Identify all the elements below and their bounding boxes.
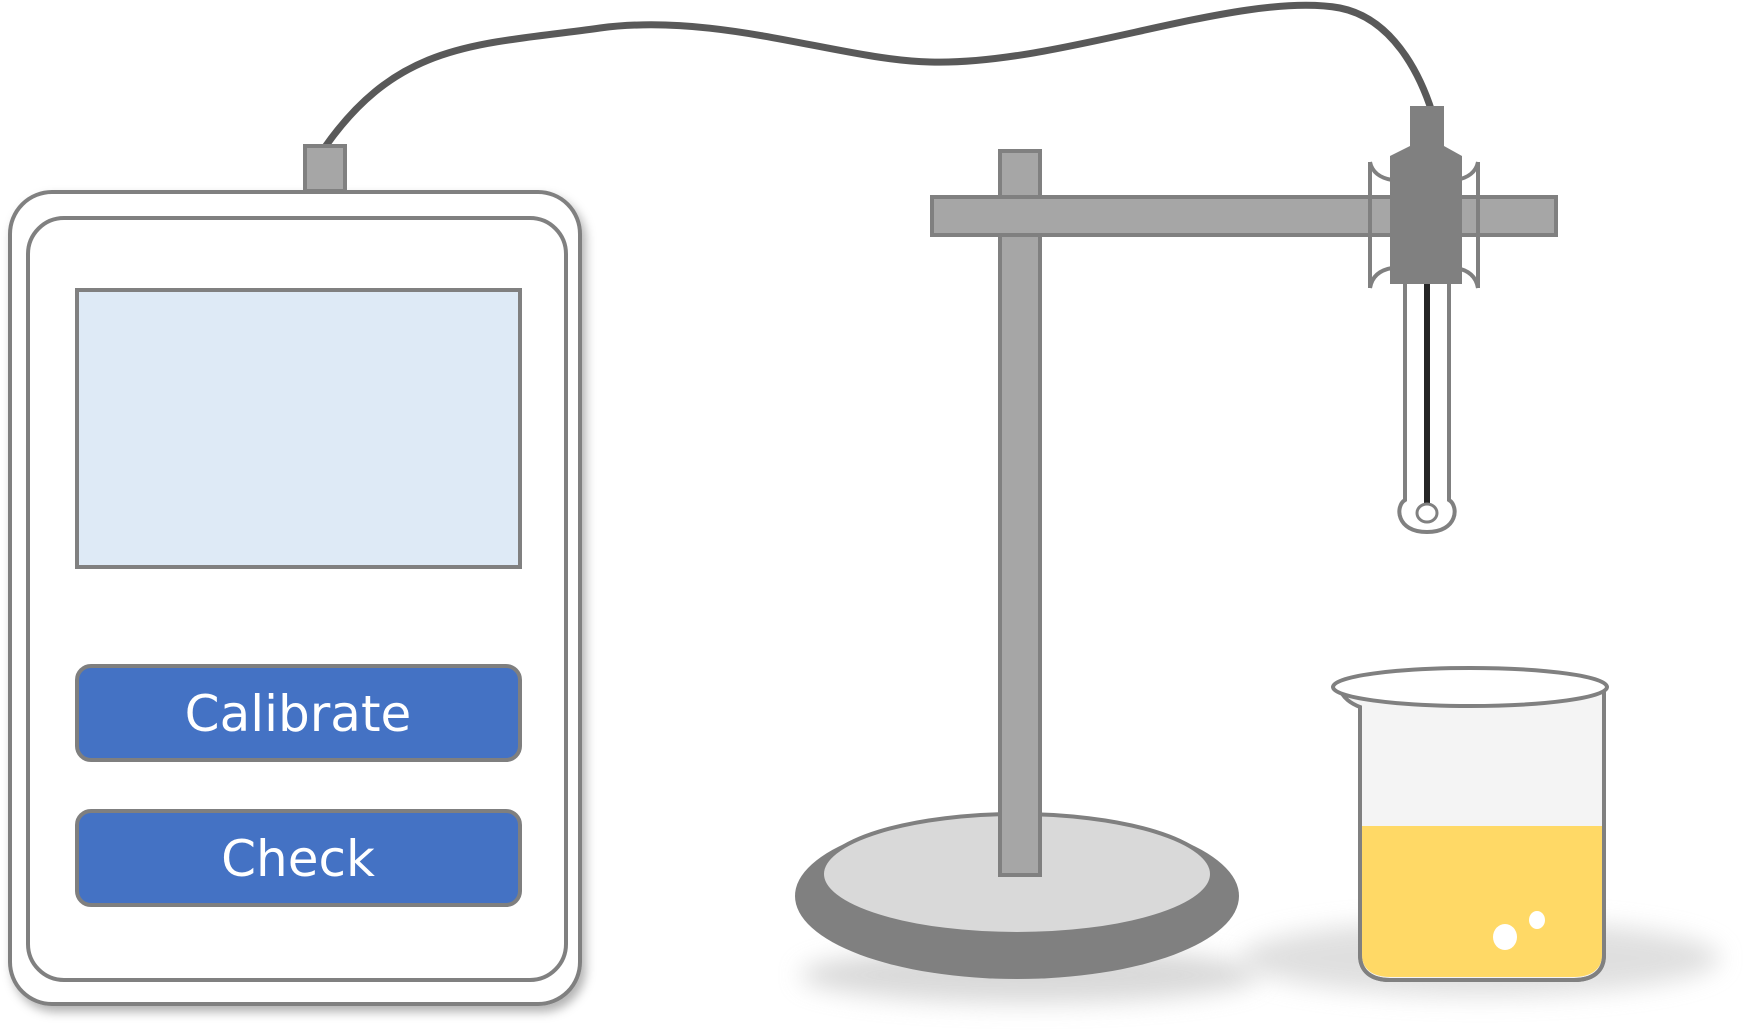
cable-icon bbox=[321, 1, 1436, 151]
electrode-probe-icon bbox=[1368, 106, 1480, 535]
bubble bbox=[1493, 924, 1517, 950]
beaker-rim bbox=[1331, 666, 1609, 708]
meter-display bbox=[75, 288, 522, 569]
ph-meter-icon bbox=[8, 144, 582, 1006]
check-button-label: Check bbox=[221, 830, 375, 888]
check-button[interactable]: Check bbox=[75, 809, 522, 907]
beaker-icon bbox=[1240, 666, 1720, 996]
ring-stand-icon bbox=[795, 149, 1558, 1003]
cable-connector bbox=[303, 144, 347, 193]
beaker-solution bbox=[1362, 826, 1602, 977]
stand-rod bbox=[998, 149, 1042, 877]
stand-arm bbox=[930, 195, 1558, 237]
calibrate-button[interactable]: Calibrate bbox=[75, 664, 522, 762]
bubble bbox=[1529, 911, 1545, 929]
calibrate-button-label: Calibrate bbox=[185, 685, 412, 743]
